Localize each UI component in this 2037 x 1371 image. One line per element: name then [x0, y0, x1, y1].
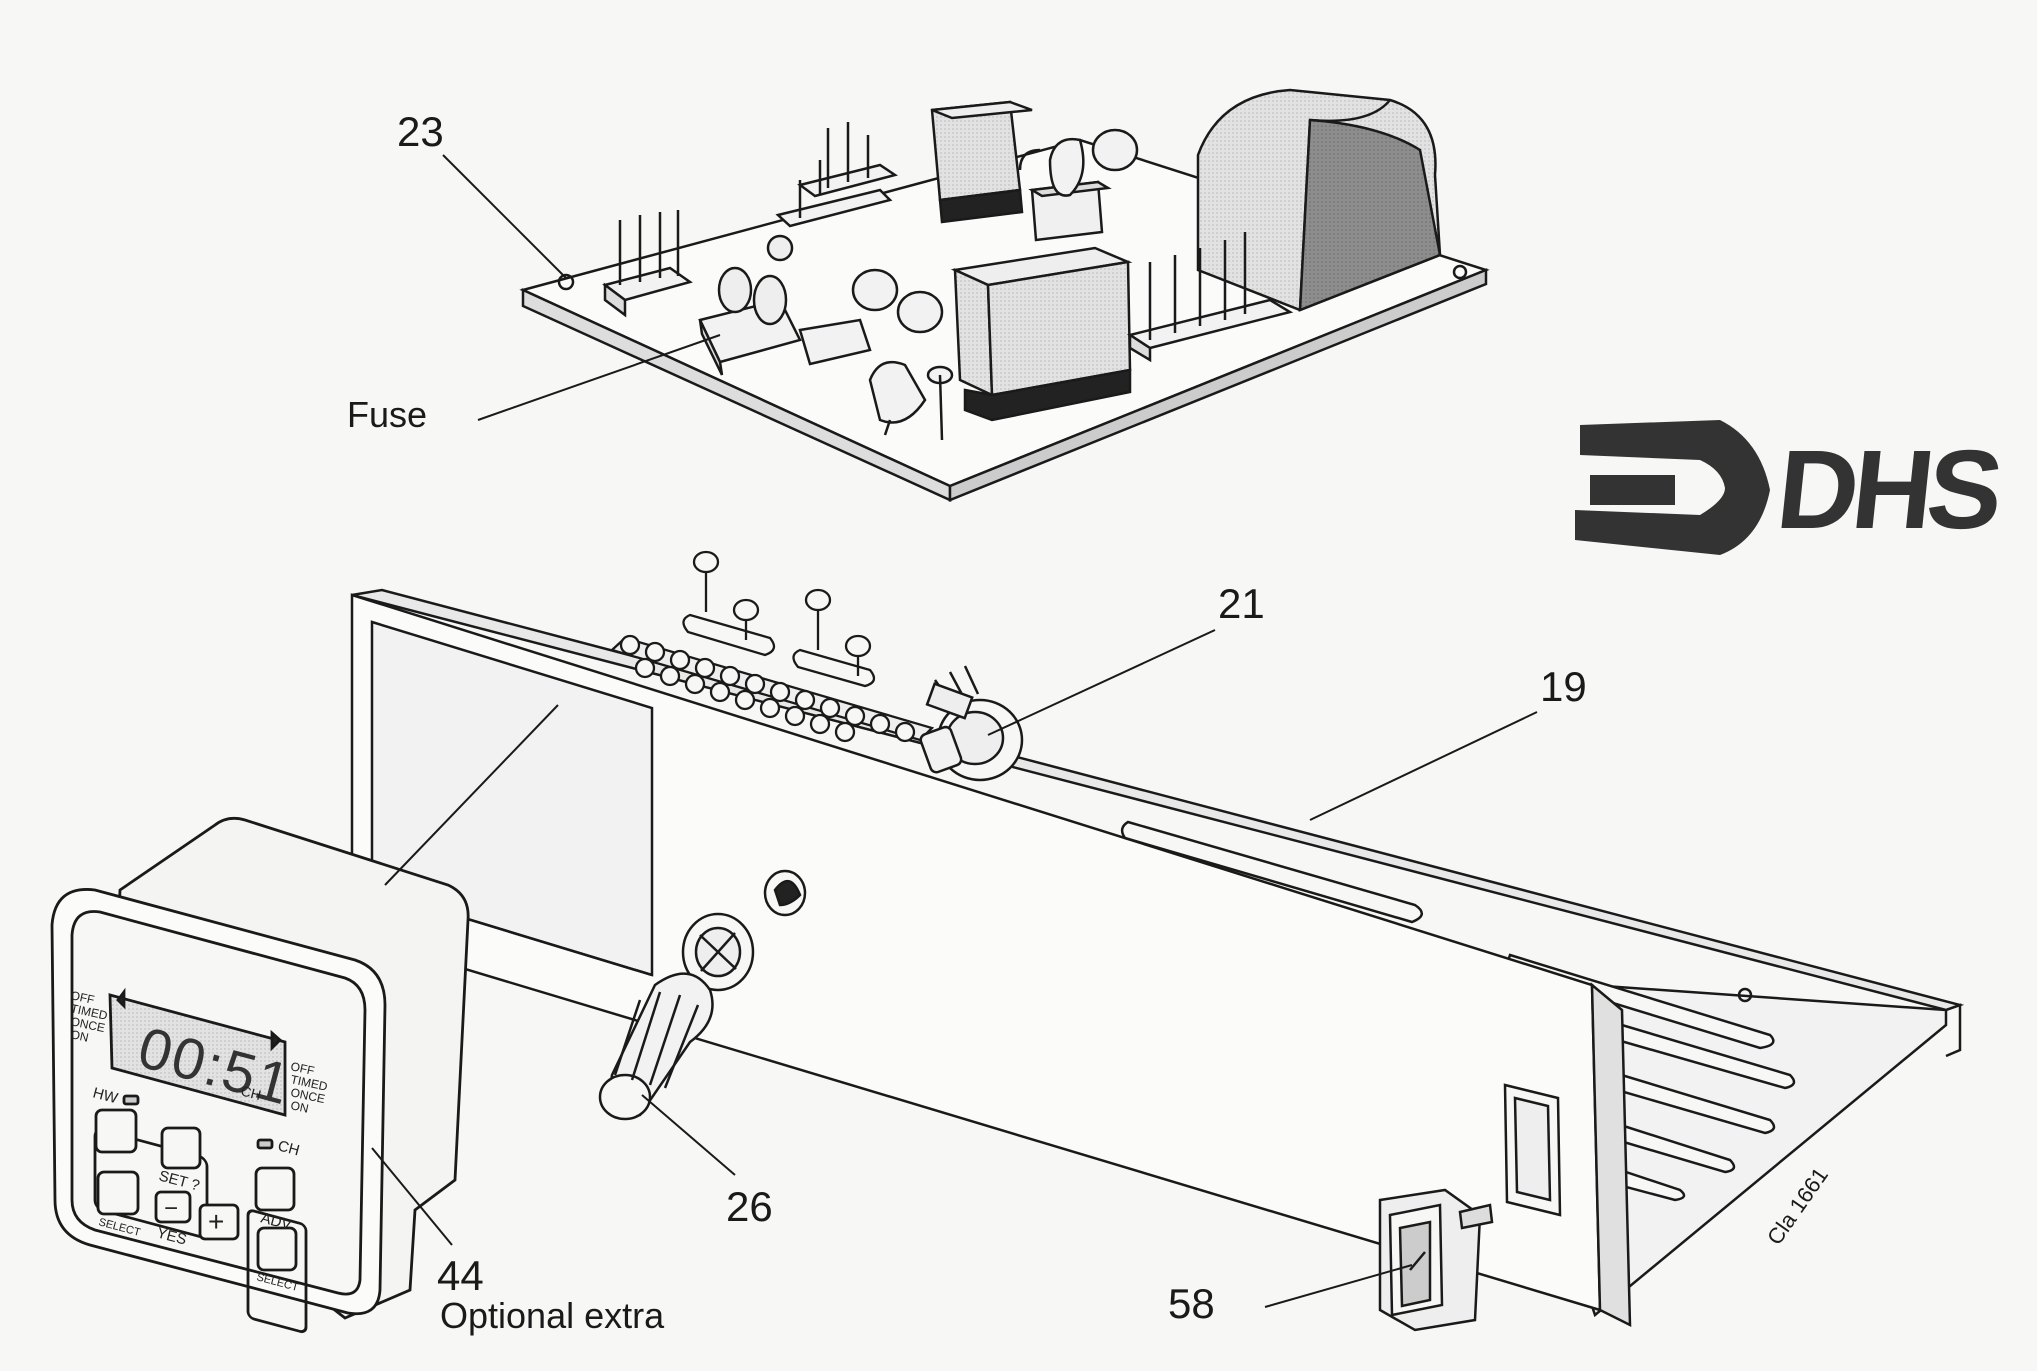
set-button[interactable]	[160, 1126, 202, 1170]
callout-58: 58	[1168, 1280, 1215, 1327]
potentiometer	[919, 665, 1024, 782]
relay-lower	[950, 246, 1133, 422]
programmer-buttons	[93, 1094, 308, 1334]
label-plus: +	[208, 1206, 224, 1237]
callout-21: 21	[1218, 580, 1265, 627]
control-knob	[598, 972, 714, 1121]
callout-optional-extra: Optional extra	[440, 1295, 665, 1336]
mode-left-3: ON	[69, 1027, 90, 1044]
label-hw: HW	[91, 1084, 120, 1107]
lcd-suffix: CH	[239, 1082, 263, 1103]
circuit-board	[519, 88, 1490, 502]
mode-right-0: OFF	[289, 1059, 315, 1078]
hw-button[interactable]	[94, 1108, 138, 1154]
chassis-tray	[350, 588, 1965, 1328]
rocker-switch	[1378, 1188, 1494, 1332]
arrow-bracket-icon	[1575, 420, 1770, 555]
label-ch: CH	[276, 1137, 301, 1159]
hw-indicator-icon	[122, 1094, 140, 1106]
minus-button[interactable]	[154, 1190, 192, 1224]
ch-indicator-icon	[256, 1138, 274, 1150]
select-right-button[interactable]	[256, 1226, 298, 1272]
callout-19: 19	[1540, 663, 1587, 710]
fuse-holder	[698, 234, 872, 376]
hex-nut	[681, 912, 755, 992]
mode-right-3: ON	[289, 1098, 310, 1115]
callout-fuse: Fuse	[347, 394, 428, 435]
screws	[692, 550, 872, 676]
programmer-unit	[50, 816, 470, 1334]
callout-23: 23	[397, 108, 444, 155]
label-minus: −	[164, 1195, 178, 1222]
select-left-button[interactable]	[96, 1170, 140, 1216]
plus-button[interactable]	[198, 1203, 240, 1241]
dhs-logo-text: DHS	[1771, 427, 2004, 552]
transformer	[1196, 88, 1442, 312]
terminal-strip	[609, 550, 935, 743]
leader-lines	[371, 154, 1538, 1308]
callout-44: 44	[437, 1252, 484, 1299]
ch-button[interactable]	[254, 1166, 296, 1212]
callout-26: 26	[726, 1183, 773, 1230]
mode-left-0: OFF	[69, 988, 95, 1007]
relay-upper	[930, 100, 1033, 224]
